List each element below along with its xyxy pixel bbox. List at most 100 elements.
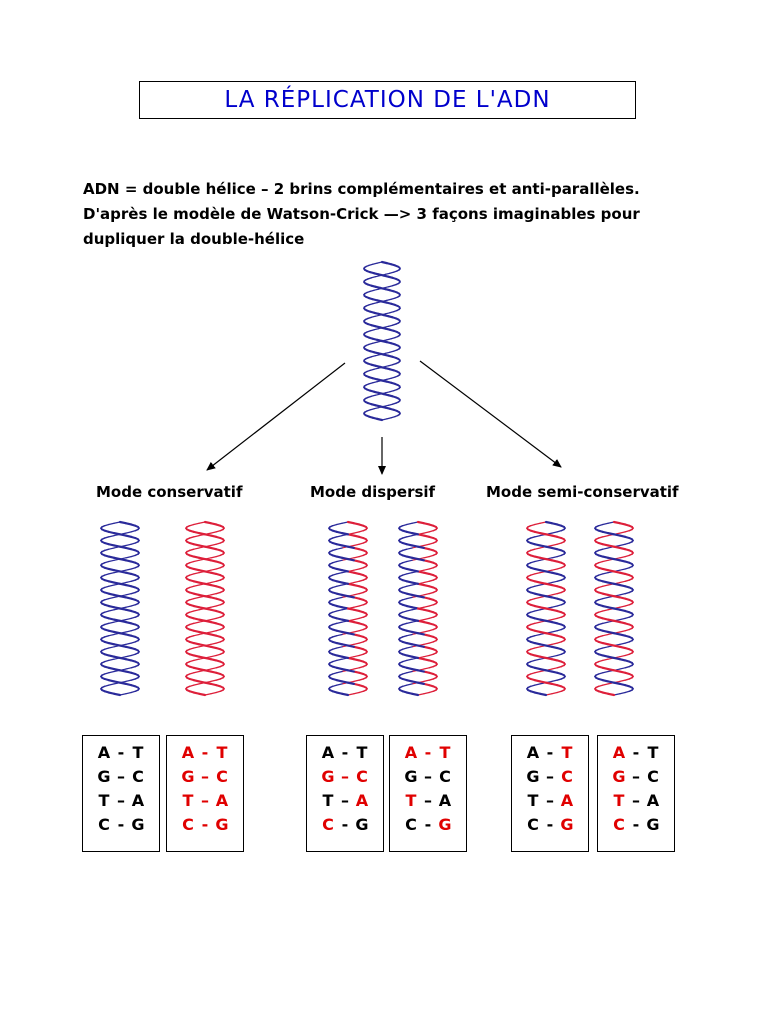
strand-0-segment-71 [108,609,115,612]
strand-0-segment-139 [198,692,207,697]
base-pair-row: A-T [390,741,466,765]
base-letter: A [181,743,195,762]
strand-0-segment-139 [539,692,548,697]
strand-0-segment-71 [534,609,541,612]
strand-1-segment-61 [534,596,541,600]
strand-1-segment-109 [607,655,616,660]
strand-0-segment-60 [369,329,375,332]
strand-0-segment-128 [353,679,360,683]
strand-0-segment-79 [198,618,207,622]
strand-0-segment-80 [384,351,391,355]
strand-0-segment-51 [406,584,413,587]
strand-0-segment-31 [534,559,541,563]
strand-1-segment-44 [389,311,395,314]
base-letter: A [131,791,145,810]
strand-0-segment-60 [118,595,127,599]
base-pair-row: C-G [83,813,159,837]
strand-0-segment-51 [336,584,343,587]
strand-0-segment-39 [113,569,122,573]
strand-0-segment-48 [210,580,217,584]
parent-helix [363,260,401,422]
strand-0-segment-60 [203,595,212,599]
strand-1-segment-58 [379,326,387,330]
helix-conservatif-old [100,520,140,697]
pair-separator: – [117,791,125,810]
base-pair-row: G–C [307,765,383,789]
strand-1-segment-41 [406,572,413,575]
strand-1-segment-18 [551,543,558,547]
base-letter: T [647,743,659,762]
strand-0-segment-88 [210,630,217,633]
strand-0-segment-20 [544,545,553,550]
strand-0-segment-48 [125,580,132,584]
strand-1-segment-109 [341,655,350,660]
strand-1-segment-71 [372,341,378,344]
strand-1-segment-98 [353,642,360,645]
strand-1-segment-21 [387,285,394,288]
strand-1-segment-21 [534,547,541,550]
strand-1-segment-114 [389,390,395,393]
base-letter: C [405,815,417,834]
intro-line-1: ADN = double hélice – 2 brins complément… [83,180,640,198]
strand-0-segment-129 [373,406,380,410]
strand-0-segment-100 [346,644,355,648]
strand-1-segment-81 [377,352,385,356]
base-letter: C [613,815,625,834]
strand-0-segment-111 [406,658,413,662]
strand-1-segment-138 [353,691,360,695]
pair-separator: - [201,815,209,834]
pair-separator: – [341,791,349,810]
helix-dispersif-1 [328,520,368,697]
strand-0-segment-139 [411,692,420,697]
strand-0-segment-20 [416,545,425,550]
base-pair-row: C-G [167,813,243,837]
pair-separator: – [632,791,640,810]
strand-0-segment-139 [341,692,350,697]
base-letter: A [355,791,369,810]
strand-0-segment-11 [406,534,413,538]
base-letter: A [612,743,626,762]
strand-1-segment-118 [353,667,360,670]
strand-1-segment-118 [210,667,217,670]
strand-1-segment-41 [336,572,343,575]
strand-0-segment-0 [380,260,388,265]
strand-1-segment-81 [193,621,200,624]
strand-1-segment-138 [423,691,430,695]
base-letter: A [560,791,574,810]
base-letter: A [646,791,660,810]
strand-0-segment-51 [108,584,115,587]
strand-0-segment-79 [341,618,350,622]
strand-1-segment-11 [377,273,385,277]
strand-1-segment-118 [423,667,430,670]
strand-0-segment-0 [118,520,127,525]
strand-1-segment-70 [203,607,212,611]
strand-1-segment-101 [108,646,115,649]
strand-1-segment-1 [406,522,413,526]
strand-1-segment-78 [619,617,626,621]
arrow-to-conservatif [206,362,346,471]
strand-0-segment-131 [193,683,200,686]
strand-0-segment-88 [619,630,626,633]
strand-0-segment-9 [389,271,395,274]
strand-0-segment-91 [336,633,343,637]
base-letter: T [98,791,110,810]
base-pair-row: C-G [512,813,588,837]
strand-1-segment-109 [539,655,548,660]
strand-0-segment-100 [416,644,425,648]
mode-label-semi-conservatif: Mode semi-conservatif [486,483,679,501]
strand-0-segment-108 [551,654,558,658]
base-pair-row: A-T [598,741,674,765]
base-letter: C [322,815,334,834]
base-pair-row: A-T [167,741,243,765]
strand-0-segment-111 [602,658,609,662]
strand-1-segment-81 [108,621,115,624]
base-letter: G [321,767,335,786]
strand-0-segment-88 [423,630,430,633]
strand-1-segment-61 [108,596,115,600]
pair-separator: - [632,815,640,834]
pair-separator: – [341,767,349,786]
strand-1-segment-138 [619,691,626,695]
strand-1-segment-70 [118,607,127,611]
